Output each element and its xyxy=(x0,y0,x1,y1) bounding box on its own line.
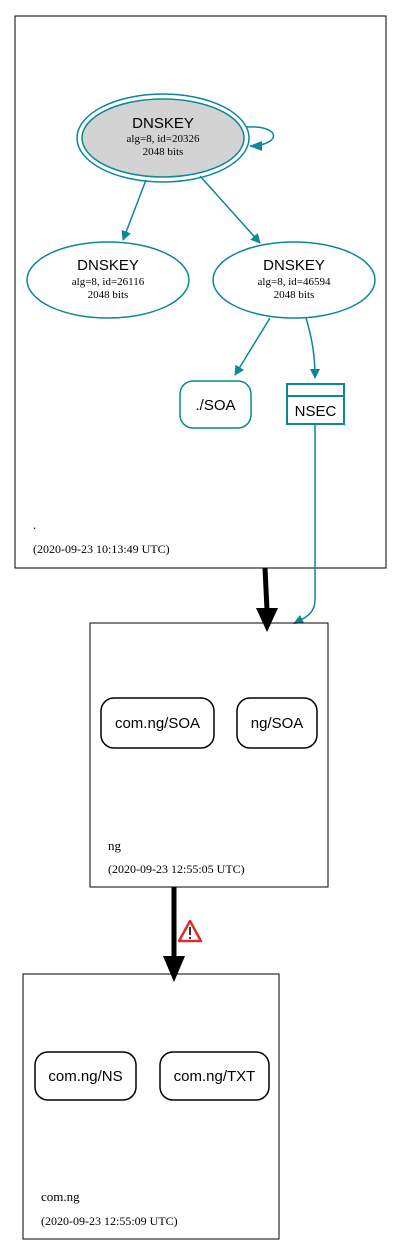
edge-ksk-to-zsk2 xyxy=(199,175,261,244)
delegation-root-to-ng xyxy=(262,567,270,611)
ng-rr-com-ng-soa-node[interactable]: com.ng/SOA xyxy=(100,697,215,749)
zone-root-timestamp: (2020-09-23 10:13:49 UTC) xyxy=(33,542,170,556)
ng-rr2-label: ng/SOA xyxy=(251,715,304,732)
zone-com-ng-box[interactable] xyxy=(22,973,280,1240)
root-soa-label: ./SOA xyxy=(195,397,235,414)
zsk2-algo: alg=8, id=46594 xyxy=(258,276,331,288)
ksk-bits: 2048 bits xyxy=(143,146,184,158)
ng-rr-ng-soa-node[interactable]: ng/SOA xyxy=(236,697,318,749)
nsec-label: NSEC xyxy=(295,403,337,420)
zsk1-bits: 2048 bits xyxy=(88,289,129,301)
zsk2-title: DNSKEY xyxy=(263,257,325,274)
zone-root-name: . xyxy=(33,517,36,532)
zone-com-ng-timestamp: (2020-09-23 12:55:09 UTC) xyxy=(41,1214,178,1228)
com-ng-rr-txt-node[interactable]: com.ng/TXT xyxy=(159,1051,270,1101)
com-ng-rr-ns-node[interactable]: com.ng/NS xyxy=(34,1051,137,1101)
zsk1-title: DNSKEY xyxy=(77,257,139,274)
ksk-algo: alg=8, id=20326 xyxy=(127,133,200,145)
warning-triangle-icon[interactable] xyxy=(177,919,203,943)
zone-com-ng-name: com.ng xyxy=(41,1189,80,1204)
edge-zsk2-to-soa xyxy=(234,317,271,376)
zone-ng-name: ng xyxy=(108,838,122,853)
com-ng-rr2-label: com.ng/TXT xyxy=(174,1068,256,1085)
nsec-node[interactable]: NSEC xyxy=(286,383,345,425)
dnskey-ksk-node[interactable]: DNSKEY alg=8, id=20326 2048 bits xyxy=(76,93,250,183)
zone-ng-box[interactable] xyxy=(89,622,329,888)
zsk2-bits: 2048 bits xyxy=(274,289,315,301)
delegation-root-to-ng-arrowhead xyxy=(256,608,278,632)
com-ng-rr1-label: com.ng/NS xyxy=(48,1068,122,1085)
ksk-self-arrowhead xyxy=(249,141,262,151)
ksk-title: DNSKEY xyxy=(132,115,194,132)
ng-rr1-label: com.ng/SOA xyxy=(115,715,200,732)
dnskey-zsk-46594-node[interactable]: DNSKEY alg=8, id=46594 2048 bits xyxy=(212,241,376,319)
delegation-ng-to-com-ng-arrowhead xyxy=(163,956,185,982)
root-soa-node[interactable]: ./SOA xyxy=(179,380,252,429)
edge-ksk-to-zsk1 xyxy=(121,179,147,241)
edge-zsk2-to-nsec xyxy=(305,317,320,379)
zsk1-algo: alg=8, id=26116 xyxy=(72,276,145,288)
nsec-edge-arrowhead xyxy=(293,615,304,624)
dnskey-zsk-26116-node[interactable]: DNSKEY alg=8, id=26116 2048 bits xyxy=(26,241,190,319)
zone-ng-timestamp: (2020-09-23 12:55:05 UTC) xyxy=(108,862,245,876)
